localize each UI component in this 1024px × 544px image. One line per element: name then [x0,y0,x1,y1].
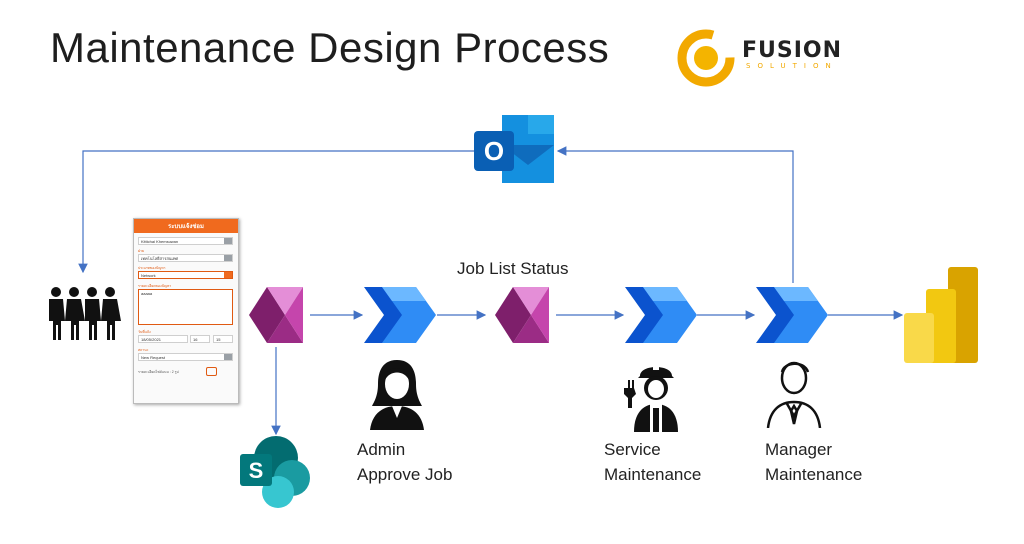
dept-value: เทคโนโลยีสารสนเทศ [141,256,179,261]
status-field[interactable]: New Request [138,353,233,361]
requester-field[interactable]: Kittichai Khemsuwan [138,237,233,245]
detail-field[interactable]: aaaaa [138,289,233,325]
outlook-letter: O [484,136,504,166]
sharepoint-icon: S [240,436,310,508]
hour-value: 16 [193,337,198,342]
outlook-icon: O [474,115,554,183]
maintenance-request-form: ระบบแจ้งซ่อม Kittichai Khemsuwan ฝ่าย เท… [133,218,239,404]
dept-label: ฝ่าย [138,249,145,253]
admin-approve-label: Admin Approve Job [357,437,452,487]
manager-maintenance-label: Manager Maintenance [765,437,862,487]
manager-line-2: Maintenance [765,465,863,484]
minute-field[interactable]: 15 [213,335,233,343]
service-line-2: Maintenance [604,465,702,484]
date-field[interactable]: 18/05/2021 [138,335,188,343]
service-line-1: Service [604,440,661,459]
page-title: Maintenance Design Process [50,24,610,71]
minute-value: 15 [216,337,221,342]
fusion-logo [677,29,735,87]
hour-field[interactable]: 16 [190,335,210,343]
sharepoint-letter: S [249,458,264,483]
power-apps-icon [249,287,303,343]
power-automate-icon [625,287,697,343]
manager-icon [766,361,822,428]
status-value: New Request [141,355,166,360]
service-worker-icon [624,362,678,432]
type-field[interactable]: Network [138,271,233,279]
form-header [134,219,238,233]
admin-line-1: Admin [357,440,406,459]
manager-line-1: Manager [765,440,833,459]
detail-label: รายละเอียดของปัญหา [138,284,172,288]
power-automate-icon [364,287,436,343]
admin-line-2: Approve Job [357,465,453,484]
power-apps-icon [495,287,549,343]
arrow-outlook-to-users [78,150,476,274]
camera-icon[interactable] [206,367,217,376]
date-label: วันที่แจ้ง [138,330,151,334]
form-title: ระบบแจ้งซ่อม [167,224,204,230]
job-list-status-label: Job List Status [457,259,569,278]
detail-value: aaaaa [141,291,153,296]
type-label: ประเภทของปัญหา [138,266,166,270]
attach-label: รายละเอียดไฟล์แนบ : 2 รูป [138,370,179,374]
type-value: Network [141,273,156,278]
power-bi-icon [904,267,978,363]
logo-text: FUSION [742,38,843,63]
date-value: 18/05/2021 [141,337,162,342]
status-label: สถานะ [138,348,149,352]
logo-subtext: SOLUTION [746,62,838,70]
power-automate-icon [756,287,828,343]
arrow-automate-to-outlook [556,146,794,283]
requester-value: Kittichai Khemsuwan [141,239,179,244]
admin-woman-icon [370,360,424,430]
group-of-people-icon [49,287,121,340]
service-maintenance-label: Service Maintenance [604,437,701,487]
dept-field[interactable]: เทคโนโลยีสารสนเทศ [138,254,233,262]
